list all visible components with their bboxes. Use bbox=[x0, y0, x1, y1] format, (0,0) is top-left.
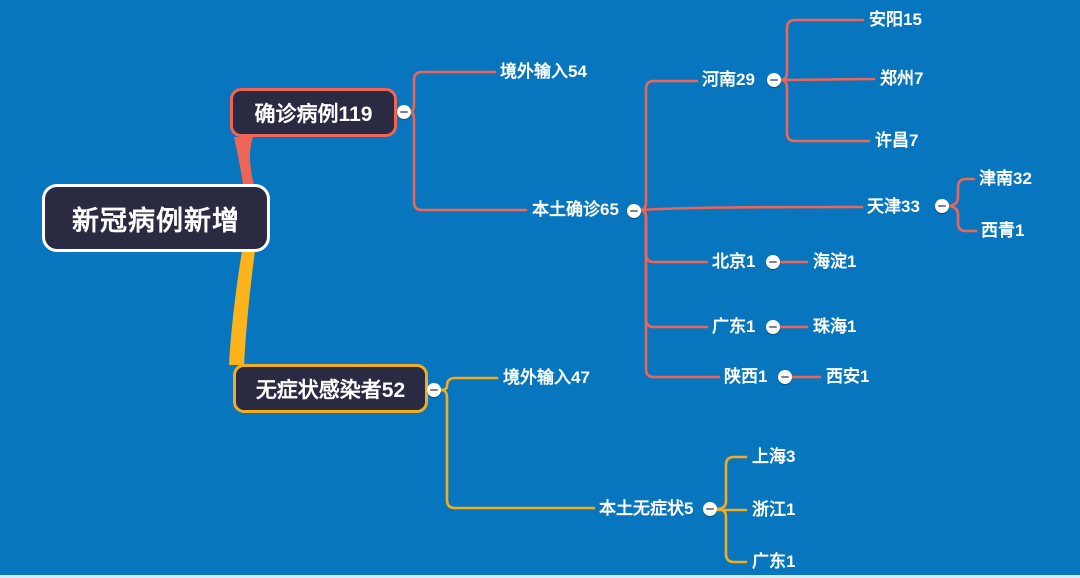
ribbon-root-to-asymptomatic bbox=[229, 251, 255, 365]
node-imported-54[interactable]: 境外输入54 bbox=[500, 62, 587, 81]
node-anyang-15[interactable]: 安阳15 bbox=[869, 10, 922, 29]
node-shaanxi-1[interactable]: 陕西1 bbox=[724, 367, 768, 386]
collapse-icon-asymptomatic[interactable] bbox=[427, 383, 441, 397]
collapse-icon-local65[interactable] bbox=[627, 204, 641, 218]
window-bottom-edge bbox=[0, 575, 1080, 578]
minus-icon bbox=[706, 508, 714, 511]
edge-asym-to-local5 bbox=[439, 388, 596, 510]
edge-confirmed-to-imported54 bbox=[408, 70, 497, 114]
minus-icon bbox=[938, 205, 946, 208]
minus-icon bbox=[430, 389, 438, 392]
node-zhejiang-1[interactable]: 浙江1 bbox=[752, 500, 796, 519]
edge-local5-to-guangdong2 bbox=[715, 507, 748, 564]
branch-node-asymptomatic[interactable]: 无症状感染者52 bbox=[233, 364, 428, 413]
edge-henan-to-anyang bbox=[779, 18, 865, 82]
edge-confirmed-to-local65 bbox=[408, 110, 528, 212]
node-henan-29[interactable]: 河南29 bbox=[702, 70, 755, 89]
node-local-asym-5[interactable]: 本土无症状5 bbox=[599, 499, 694, 518]
minus-icon bbox=[769, 326, 777, 329]
edge-local65-to-beijing bbox=[638, 208, 709, 264]
collapse-icon-guangdong[interactable] bbox=[766, 320, 780, 334]
edge-henan-to-zhengzhou bbox=[779, 77, 876, 82]
edge-local65-to-shaanxi bbox=[638, 208, 721, 379]
collapse-icon-beijing[interactable] bbox=[766, 255, 780, 269]
minus-icon bbox=[781, 376, 789, 379]
node-zhengzhou-7[interactable]: 郑州7 bbox=[880, 69, 924, 88]
node-local-confirmed-65[interactable]: 本土确诊65 bbox=[532, 200, 619, 219]
minus-icon bbox=[630, 210, 638, 213]
minus-icon bbox=[770, 79, 778, 82]
branch-node-confirmed[interactable]: 确诊病例119 bbox=[230, 88, 397, 137]
collapse-icon-local5[interactable] bbox=[703, 502, 717, 516]
collapse-icon-henan[interactable] bbox=[767, 73, 781, 87]
edge-local65-to-henan bbox=[638, 79, 699, 212]
collapse-icon-confirmed[interactable] bbox=[397, 105, 411, 119]
minus-icon bbox=[769, 261, 777, 264]
node-shanghai-3[interactable]: 上海3 bbox=[752, 447, 796, 466]
node-zhuhai-1[interactable]: 珠海1 bbox=[813, 317, 857, 336]
ribbon-root-to-confirmed bbox=[234, 137, 254, 185]
collapse-icon-tianjin[interactable] bbox=[935, 199, 949, 213]
edge-henan-to-xuchang bbox=[779, 78, 871, 143]
edge-local5-to-shanghai bbox=[715, 455, 748, 511]
node-xiqing-1[interactable]: 西青1 bbox=[981, 221, 1025, 240]
edge-tianjin-to-jinnan bbox=[947, 177, 976, 208]
minus-icon bbox=[400, 111, 408, 114]
root-node[interactable]: 新冠病例新增 bbox=[42, 184, 270, 252]
node-imported-47[interactable]: 境外输入47 bbox=[503, 368, 590, 387]
node-guangdong-asym-1[interactable]: 广东1 bbox=[752, 552, 796, 571]
node-xian-1[interactable]: 西安1 bbox=[826, 367, 870, 386]
node-xuchang-7[interactable]: 许昌7 bbox=[875, 131, 919, 150]
edge-local65-to-guangdong bbox=[638, 208, 709, 329]
node-haidian-1[interactable]: 海淀1 bbox=[813, 252, 857, 271]
node-tianjin-33[interactable]: 天津33 bbox=[867, 197, 920, 216]
node-jinnan-32[interactable]: 津南32 bbox=[979, 169, 1032, 188]
node-guangdong-1[interactable]: 广东1 bbox=[712, 317, 756, 336]
node-beijing-1[interactable]: 北京1 bbox=[712, 252, 756, 271]
edge-local65-to-tianjin bbox=[638, 205, 864, 212]
collapse-icon-shaanxi[interactable] bbox=[778, 370, 792, 384]
edge-asym-to-imported47 bbox=[439, 376, 499, 392]
edge-tianjin-to-xiqing bbox=[947, 204, 978, 233]
